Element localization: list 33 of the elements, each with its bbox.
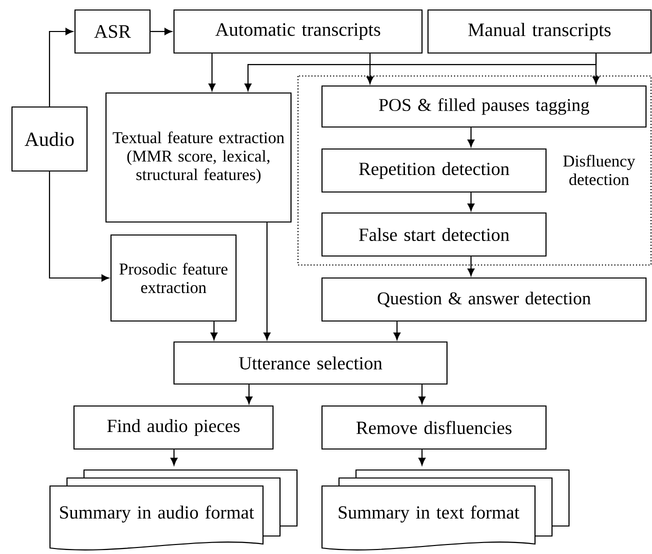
arrow — [592, 54, 600, 84]
arrow — [468, 128, 474, 148]
arrow — [394, 322, 400, 340]
arrow — [150, 28, 172, 35]
process-box: Repetition detection — [321, 148, 547, 193]
process-box: Automatic transcripts — [173, 9, 423, 54]
process-box: Audio — [11, 106, 88, 172]
document-stack: Summary in audio format — [49, 469, 298, 550]
arrow — [246, 384, 252, 404]
arrow — [48, 172, 110, 282]
process-box: False start detection — [321, 212, 547, 257]
arrow — [170, 450, 178, 466]
arrow — [48, 28, 74, 106]
process-box: Prosodic feature extraction — [110, 234, 237, 322]
process-box: Question & answer detection — [321, 277, 647, 322]
arrow — [210, 322, 218, 340]
process-box: Remove disfluencies — [321, 405, 547, 450]
process-box: POS & filled pauses tagging — [321, 85, 647, 128]
arrow — [418, 384, 426, 404]
node-label: Summary in audio format — [60, 505, 254, 523]
arrow — [468, 192, 474, 212]
process-box: Utterance selection — [173, 341, 448, 385]
arrow — [418, 450, 426, 466]
arrow — [208, 54, 216, 92]
process-box: Manual transcripts — [427, 9, 652, 54]
node-label: Summary in text format — [338, 505, 520, 523]
process-box: Find audio pieces — [73, 405, 274, 450]
document-stack: Summary in text format — [321, 469, 570, 550]
arrow — [366, 54, 374, 84]
process-box: Textual feature extraction (MMR score, lexical, structural features) — [105, 92, 292, 223]
arrow — [468, 256, 474, 276]
arrow — [264, 222, 270, 340]
process-box: ASR — [74, 9, 151, 54]
